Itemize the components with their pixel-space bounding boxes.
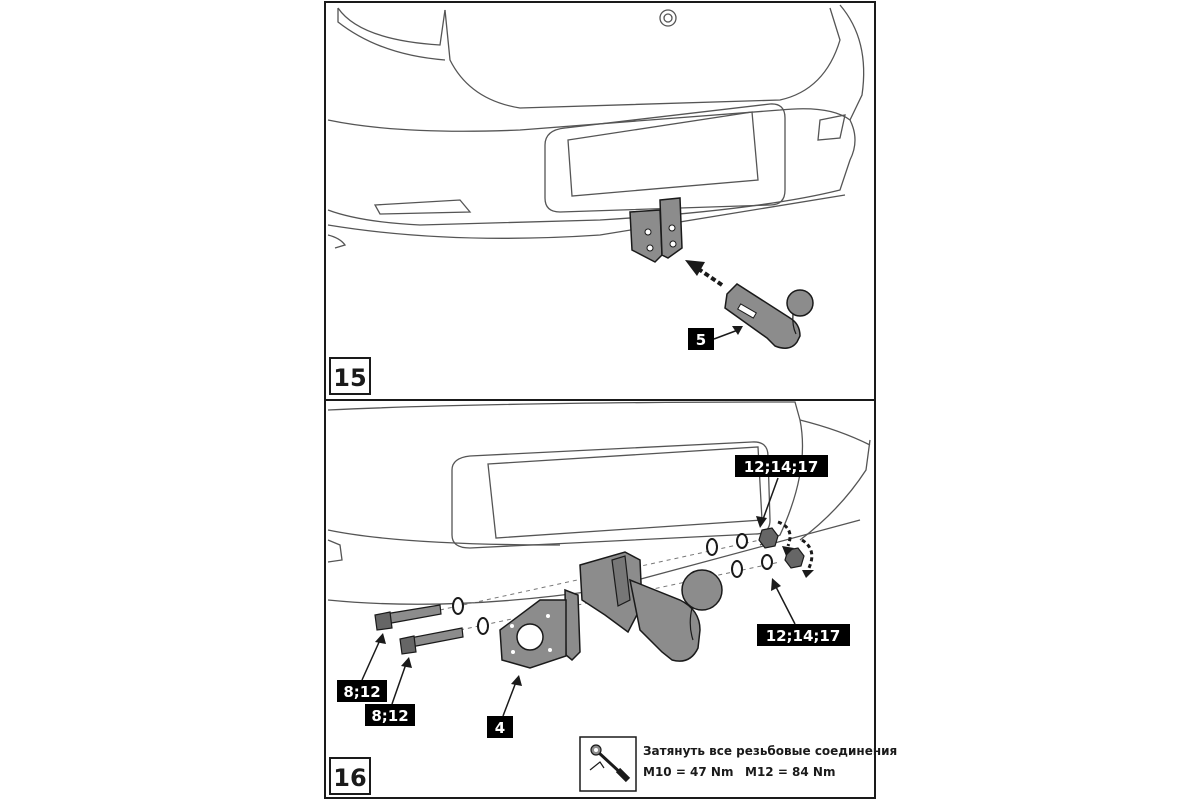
washers-bolt-side	[452, 597, 489, 635]
socket-plate-part-4	[499, 588, 581, 669]
callout-8-12-lower: 8;12	[365, 657, 415, 726]
callout-12-14-17-bottom: 12;14;17	[757, 578, 850, 646]
tighten-rotation-arrows	[777, 520, 814, 571]
washers-nut-side	[706, 533, 773, 578]
svg-text:16: 16	[333, 764, 366, 792]
callout-8-12-upper: 8;12	[337, 633, 387, 702]
callout-5: 5	[688, 326, 743, 350]
mounting-bracket	[629, 197, 683, 263]
car-rear-outline	[327, 4, 865, 249]
step-15-number: 15	[329, 357, 371, 395]
tighten-arrow-heads	[782, 546, 814, 578]
callout-8-12-upper-text: 8;12	[343, 683, 380, 701]
torque-m10: M10 = 47 Nm	[643, 765, 733, 779]
callout-8-12-lower-text: 8;12	[371, 707, 408, 725]
step-16-number: 16	[329, 757, 371, 795]
panel-15: 5 15	[327, 4, 865, 395]
nuts	[758, 527, 805, 569]
torque-note: Затянуть все резьбовые соединения M10 = …	[579, 736, 897, 792]
svg-text:15: 15	[333, 364, 366, 392]
tow-bar-assembly	[579, 551, 723, 662]
callout-4-text: 4	[495, 719, 505, 737]
callout-5-text: 5	[696, 331, 706, 349]
callout-4: 4	[487, 675, 522, 738]
torque-note-title: Затянуть все резьбовые соединения	[643, 744, 897, 758]
bolts	[374, 604, 464, 655]
callout-12-14-17-bottom-text: 12;14;17	[766, 627, 841, 645]
tow-bar-part-5	[724, 283, 814, 349]
torque-wrench-icon	[589, 744, 631, 783]
torque-icon-box	[579, 736, 637, 792]
insert-arrow	[685, 260, 724, 287]
callout-12-14-17-top: 12;14;17	[735, 455, 828, 528]
panel-16: 12;14;17 12;14;17 8;12 8;12 4	[327, 401, 897, 795]
callout-12-14-17-top-text: 12;14;17	[744, 458, 819, 476]
torque-m12: M12 = 84 Nm	[745, 765, 835, 779]
